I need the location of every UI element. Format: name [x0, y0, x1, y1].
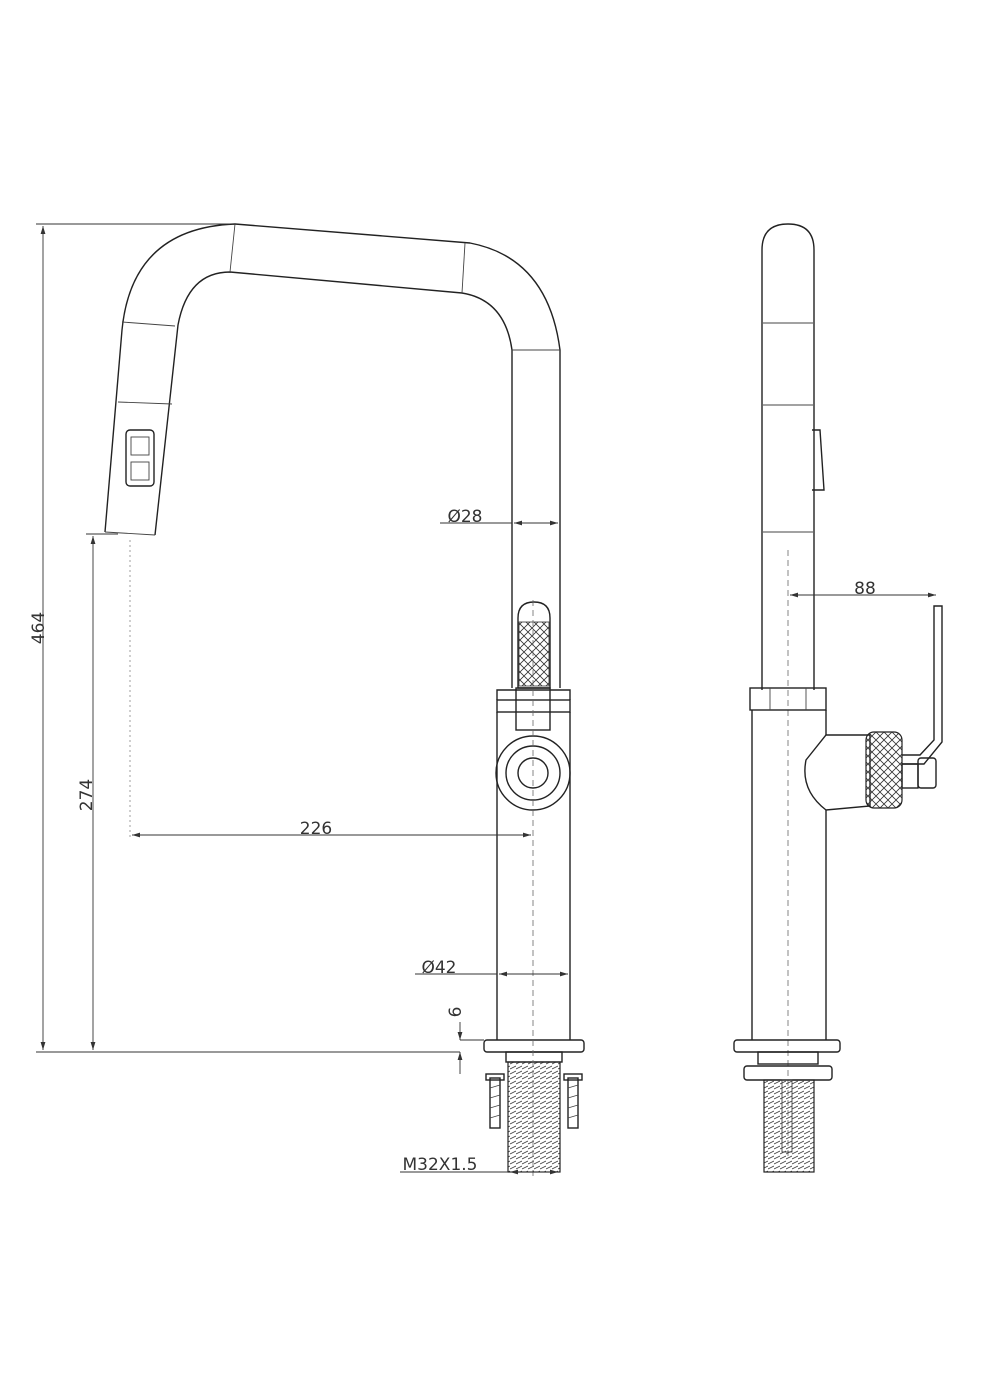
- dim-reach: 226: [300, 819, 332, 839]
- side-view: [733, 223, 943, 1173]
- dim-base-thickness: 6: [446, 1007, 466, 1018]
- spray-button: [125, 429, 155, 487]
- dim-handle-offset: 88: [854, 579, 876, 599]
- dim-total-height: 464: [29, 612, 49, 644]
- dim-thread: M32X1.5: [403, 1155, 478, 1175]
- dim-spout-diameter: Ø28: [447, 507, 482, 527]
- dimension-lines: [36, 223, 936, 1175]
- dim-body-diameter: Ø42: [421, 958, 456, 978]
- handle-lever: [517, 601, 551, 689]
- dim-spout-height: 274: [77, 779, 97, 811]
- front-view: [104, 223, 585, 1180]
